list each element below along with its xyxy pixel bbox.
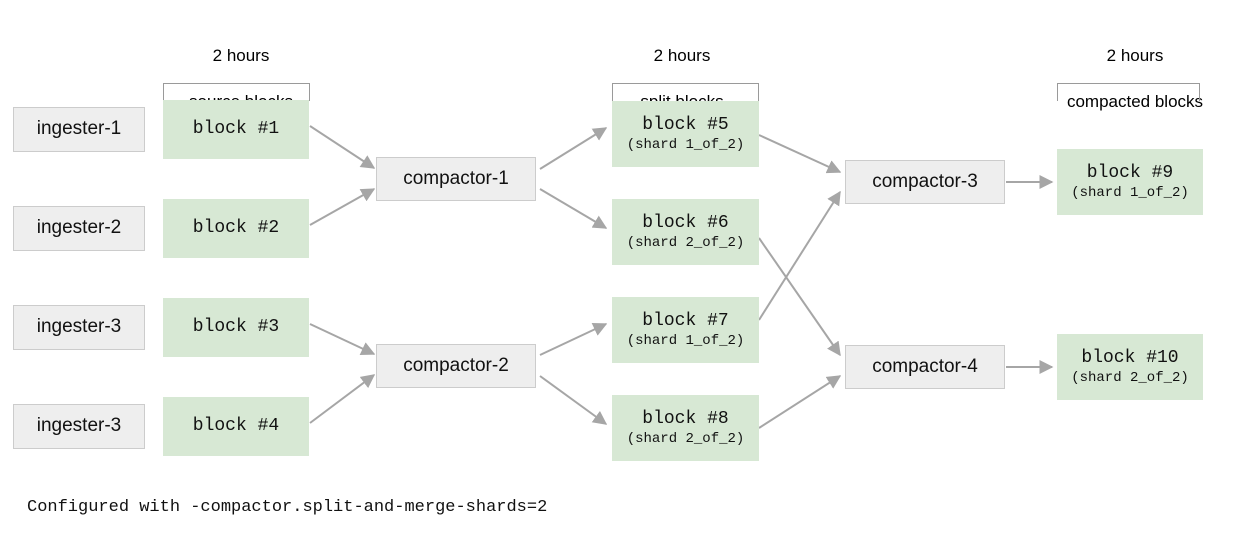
block-6-node[interactable]: block #6 (shard 2_of_2): [612, 199, 759, 265]
compactor-2-label: compactor-2: [403, 354, 509, 376]
block-5-shard: (shard 1_of_2): [626, 137, 745, 154]
bracket-split: [612, 83, 759, 101]
edge-block2-compactor1: [309, 188, 376, 226]
block-9-shard: (shard 1_of_2): [1071, 185, 1189, 202]
edge-compactor2-block7: [539, 323, 608, 356]
compactor-1-node[interactable]: compactor-1: [376, 157, 536, 201]
ingester-3b-node[interactable]: ingester-3: [13, 404, 145, 449]
compactor-4-label: compactor-4: [872, 355, 978, 377]
edge-compactor1-block5: [539, 127, 608, 170]
block-5-node[interactable]: block #5 (shard 1_of_2): [612, 101, 759, 167]
block-10-node[interactable]: block #10 (shard 2_of_2): [1057, 334, 1203, 400]
block-1-node[interactable]: block #1: [163, 100, 309, 159]
edge-block5-compactor3: [758, 134, 842, 174]
block-10-title: block #10: [1081, 347, 1179, 368]
block-9-node[interactable]: block #9 (shard 1_of_2): [1057, 149, 1203, 215]
block-4-title: block #4: [192, 416, 280, 437]
block-8-shard: (shard 2_of_2): [626, 431, 745, 448]
ingester-2-label: ingester-2: [36, 217, 122, 239]
edge-block8-compactor4: [758, 375, 842, 429]
edge-compactor2-block8: [539, 375, 608, 425]
footnote-config: Configured with -compactor.split-and-mer…: [27, 498, 548, 517]
ingester-3b-label: ingester-3: [36, 415, 122, 437]
ingester-1-node[interactable]: ingester-1: [13, 107, 145, 152]
edge-block4-compactor2: [309, 374, 376, 424]
compactor-4-node[interactable]: compactor-4: [845, 345, 1005, 389]
block-2-node[interactable]: block #2: [163, 199, 309, 258]
ingester-3a-label: ingester-3: [36, 316, 122, 338]
block-1-title: block #1: [192, 119, 280, 140]
compactor-2-node[interactable]: compactor-2: [376, 344, 536, 388]
block-9-title: block #9: [1086, 162, 1174, 183]
block-7-shard: (shard 1_of_2): [626, 333, 745, 350]
edge-compactor1-block6: [539, 188, 608, 229]
ingester-2-node[interactable]: ingester-2: [13, 206, 145, 251]
group-label-compacted: 2 hours compacted blocks: [1040, 22, 1230, 137]
ingester-1-label: ingester-1: [36, 118, 122, 140]
group-label-split-line1: 2 hours: [653, 45, 711, 65]
block-10-shard: (shard 2_of_2): [1071, 370, 1189, 387]
edge-block3-compactor2: [309, 323, 376, 355]
block-4-node[interactable]: block #4: [163, 397, 309, 456]
group-label-compacted-line1: 2 hours: [1106, 45, 1164, 65]
compactor-3-label: compactor-3: [872, 170, 978, 192]
block-3-node[interactable]: block #3: [163, 298, 309, 357]
block-5-title: block #5: [642, 114, 729, 135]
group-label-compacted-line2: compacted blocks: [1066, 91, 1204, 111]
compactor-3-node[interactable]: compactor-3: [845, 160, 1005, 204]
block-8-node[interactable]: block #8 (shard 2_of_2): [612, 395, 759, 461]
bracket-compacted: [1057, 83, 1200, 101]
block-7-node[interactable]: block #7 (shard 1_of_2): [612, 297, 759, 363]
bracket-source: [163, 83, 310, 101]
compactor-1-label: compactor-1: [403, 167, 509, 189]
block-8-title: block #8: [642, 408, 729, 429]
edge-block7-compactor3: [758, 190, 841, 321]
block-7-title: block #7: [642, 310, 729, 331]
ingester-3a-node[interactable]: ingester-3: [13, 305, 145, 350]
group-label-source-line1: 2 hours: [212, 45, 270, 65]
block-6-shard: (shard 2_of_2): [626, 235, 745, 252]
block-2-title: block #2: [192, 218, 280, 239]
edge-block6-compactor4: [758, 237, 841, 357]
block-6-title: block #6: [642, 212, 729, 233]
block-3-title: block #3: [192, 317, 280, 338]
